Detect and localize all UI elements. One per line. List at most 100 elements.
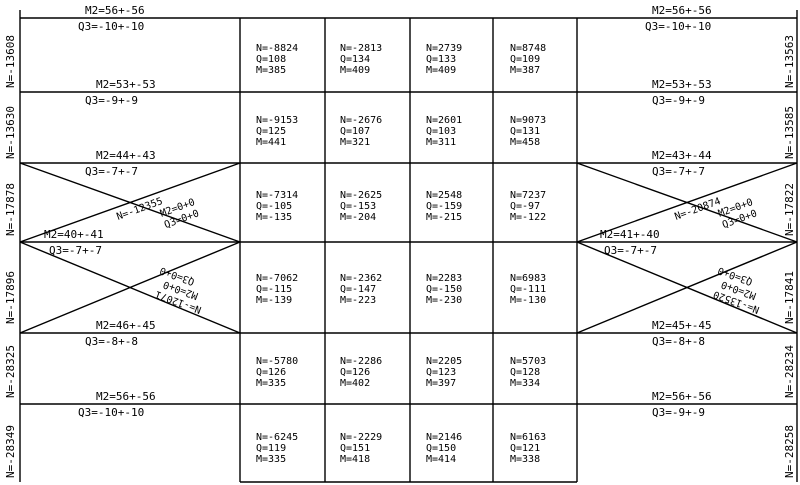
cell-shear: Q=133 — [426, 54, 456, 65]
cell-r1-c3: N=9073 Q=131 M=458 — [510, 115, 546, 148]
cell-r3-c2: N=2283 Q=-150 M=-230 — [426, 273, 462, 306]
cell-r2-c3: N=7237 Q=-97 M=-122 — [510, 190, 546, 223]
cell-shear: Q=-105 — [256, 201, 292, 212]
cell-r5-c0: N=-6245 Q=119 M=335 — [256, 432, 298, 465]
cell-shear: Q=126 — [340, 367, 370, 378]
cell-axial: N=2283 — [426, 273, 462, 284]
cell-axial: N=5703 — [510, 356, 546, 367]
brace-label-right-upper: N=-20874 M2=0+0 Q3=0+0 — [673, 196, 758, 231]
right-column-axial-f2: N=-13585 — [783, 106, 796, 159]
left-top-moment: M2=56+-56 — [85, 4, 145, 17]
cell-r3-c3: N=6983 Q=-111 M=-130 — [510, 273, 546, 306]
cell-axial: N=6163 — [510, 432, 546, 443]
right-column-axial-f3: N=-17822 — [783, 183, 796, 236]
cell-shear: Q=125 — [256, 126, 286, 137]
cell-moment: M=335 — [256, 454, 286, 465]
cell-r4-c1: N=-2286 Q=126 M=402 — [340, 356, 382, 389]
brace-right-lower-2 — [576, 241, 798, 334]
right-moment-f1: M2=53+-53 — [652, 78, 712, 91]
cell-shear: Q=-150 — [426, 284, 462, 295]
cell-moment: M=-122 — [510, 212, 546, 223]
left-moment-f2: M2=44+-43 — [96, 149, 156, 162]
left-bay-labels: M2=56+-56 Q3=-10+-10 M2=53+-53 Q3=-9+-9 … — [44, 4, 156, 419]
cell-moment: M=338 — [510, 454, 540, 465]
right-shear-f4: Q3=-7+-7 — [604, 244, 657, 257]
right-moment-f4: M2=45+-45 — [652, 319, 712, 332]
brace-left-lower-2 — [19, 241, 241, 334]
brace-label-right-lower: N=-13520 M2=0+0 Q3=0+0 — [712, 264, 761, 315]
cell-shear: Q=-115 — [256, 284, 292, 295]
left-moment-f5: M2=56+-56 — [96, 390, 156, 403]
cell-moment: M=387 — [510, 65, 540, 76]
cell-r2-c0: N=-7314 Q=-105 M=-135 — [256, 190, 298, 223]
cell-axial: N=7237 — [510, 190, 546, 201]
right-shear-f5: Q3=-8+-8 — [652, 335, 705, 348]
cell-shear: Q=107 — [340, 126, 370, 137]
cell-axial: N=-9153 — [256, 115, 298, 126]
right-column-axial-f5: N=-28234 — [783, 345, 796, 398]
cell-moment: M=-204 — [340, 212, 376, 223]
cell-axial: N=-2229 — [340, 432, 382, 443]
cell-shear: Q=-159 — [426, 201, 462, 212]
cell-r0-c2: N=2739 Q=133 M=409 — [426, 43, 462, 76]
cell-r5-c2: N=2146 Q=150 M=414 — [426, 432, 462, 465]
cell-axial: N=-2676 — [340, 115, 382, 126]
cell-r0-c0: N=-8824 Q=108 M=385 — [256, 43, 298, 76]
left-column-axial-f6: N=-28349 — [4, 425, 17, 478]
left-moment-f1: M2=53+-53 — [96, 78, 156, 91]
cell-r1-c2: N=2601 Q=103 M=311 — [426, 115, 462, 148]
right-column-axial-f4: N=-17841 — [783, 271, 796, 324]
cell-axial: N=-7314 — [256, 190, 298, 201]
cell-axial: N=-5780 — [256, 356, 298, 367]
cell-axial: N=-2813 — [340, 43, 382, 54]
cell-moment: M=-139 — [256, 295, 292, 306]
cell-r4-c0: N=-5780 Q=126 M=335 — [256, 356, 298, 389]
cell-r3-c1: N=-2362 Q=-147 M=-223 — [340, 273, 382, 306]
cell-axial: N=-2625 — [340, 190, 382, 201]
right-shear-f3: Q3=-7+-7 — [652, 165, 705, 178]
left-shear-f4: Q3=-7+-7 — [49, 244, 102, 257]
cell-r2-c2: N=2548 Q=-159 M=-215 — [426, 190, 462, 223]
cell-moment: M=311 — [426, 137, 456, 148]
cell-shear: Q=-153 — [340, 201, 376, 212]
cell-r1-c1: N=-2676 Q=107 M=321 — [340, 115, 382, 148]
cell-r1-c0: N=-9153 Q=125 M=441 — [256, 115, 298, 148]
left-column-axial-f5: N=-28325 — [4, 345, 17, 398]
right-moment-f2: M2=43+-44 — [652, 149, 712, 162]
left-column-axial-f1: N=-13608 — [4, 35, 17, 88]
cell-r4-c2: N=2205 Q=123 M=397 — [426, 356, 462, 389]
cell-moment: M=335 — [256, 378, 286, 389]
right-top-moment: M2=56+-56 — [652, 4, 712, 17]
right-column-axial-f6: N=-28258 — [783, 425, 796, 478]
cell-moment: M=-130 — [510, 295, 546, 306]
right-shear-f2: Q3=-9+-9 — [652, 94, 705, 107]
frame-lines — [19, 10, 798, 483]
left-column-axial-f2: N=-13630 — [4, 106, 17, 159]
cell-axial: N=9073 — [510, 115, 546, 126]
cell-shear: Q=150 — [426, 443, 456, 454]
brace-right-upper-2 — [576, 162, 798, 243]
left-column-axial-f3: N=-17878 — [4, 183, 17, 236]
cell-axial: N=-6245 — [256, 432, 298, 443]
cell-moment: M=397 — [426, 378, 456, 389]
core-wall-forces: N=-8824 Q=108 M=385 N=-2813 Q=134 M=409 … — [256, 43, 546, 465]
cell-moment: M=409 — [426, 65, 456, 76]
cell-moment: M=414 — [426, 454, 456, 465]
right-shear-f6: Q3=-9+-9 — [652, 406, 705, 419]
cell-moment: M=458 — [510, 137, 540, 148]
cell-moment: M=402 — [340, 378, 370, 389]
right-column-axial-f1: N=-13563 — [783, 35, 796, 88]
cell-moment: M=385 — [256, 65, 286, 76]
cell-shear: Q=131 — [510, 126, 540, 137]
cell-shear: Q=126 — [256, 367, 286, 378]
cell-moment: M=-215 — [426, 212, 462, 223]
cell-shear: Q=151 — [340, 443, 370, 454]
left-shear-f6: Q3=-10+-10 — [78, 406, 144, 419]
cell-r5-c1: N=-2229 Q=151 M=418 — [340, 432, 382, 465]
left-shear-f1: Q3=-10+-10 — [78, 20, 144, 33]
brace-left-upper-2 — [19, 162, 241, 243]
cell-moment: M=-223 — [340, 295, 376, 306]
cell-moment: M=-135 — [256, 212, 292, 223]
cell-axial: N=2601 — [426, 115, 462, 126]
